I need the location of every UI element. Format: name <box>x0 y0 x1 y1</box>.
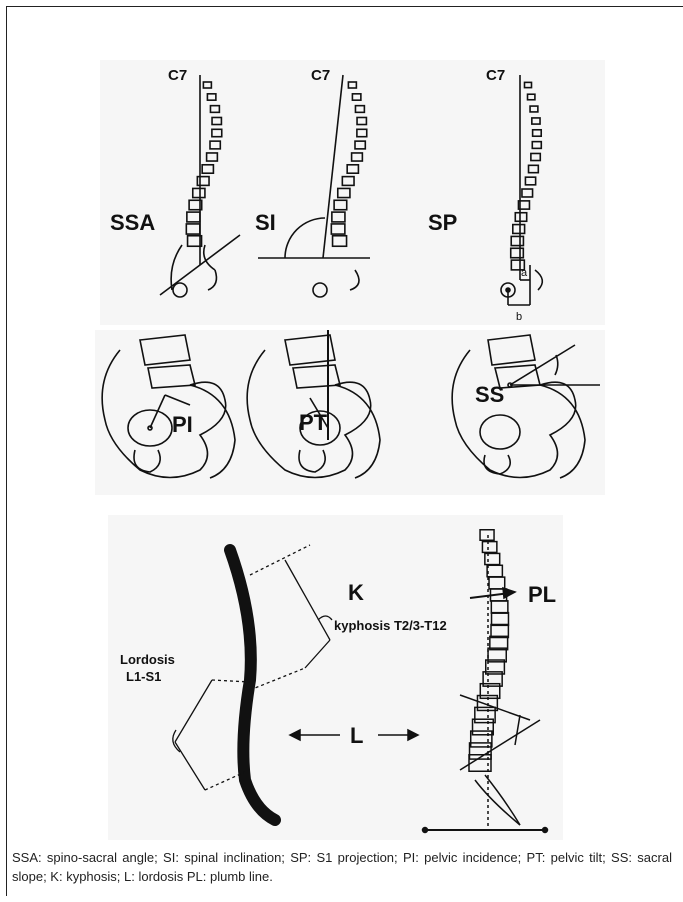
sp-label: SP <box>428 210 457 235</box>
figure-caption: SSA: spino-sacral angle; SI: spinal incl… <box>12 848 672 886</box>
spine-figure: C7 SSA C7 SI C7 SP a b PI <box>0 0 683 845</box>
sp-dim-b-label: b <box>516 311 522 323</box>
pi-label: PI <box>172 412 193 437</box>
ssa-c7-label: C7 <box>168 67 187 84</box>
lordosis-label-line2: L1-S1 <box>126 669 161 684</box>
ssa-label: SSA <box>110 210 155 235</box>
l-label: L <box>350 723 363 748</box>
si-label: SI <box>255 210 276 235</box>
ss-label: SS <box>475 382 504 407</box>
kyphosis-label: K <box>348 580 364 605</box>
plumb-line-label: PL <box>528 582 556 607</box>
lordosis-label-line1: Lordosis <box>120 652 175 667</box>
kyphosis-desc: kyphosis T2/3-T12 <box>334 618 447 633</box>
sp-c7-label: C7 <box>486 67 505 84</box>
si-c7-label: C7 <box>311 67 330 84</box>
bottom-panel-bg <box>108 515 563 840</box>
pt-label: PT <box>299 410 328 435</box>
sp-dim-a-label: a <box>521 267 528 279</box>
